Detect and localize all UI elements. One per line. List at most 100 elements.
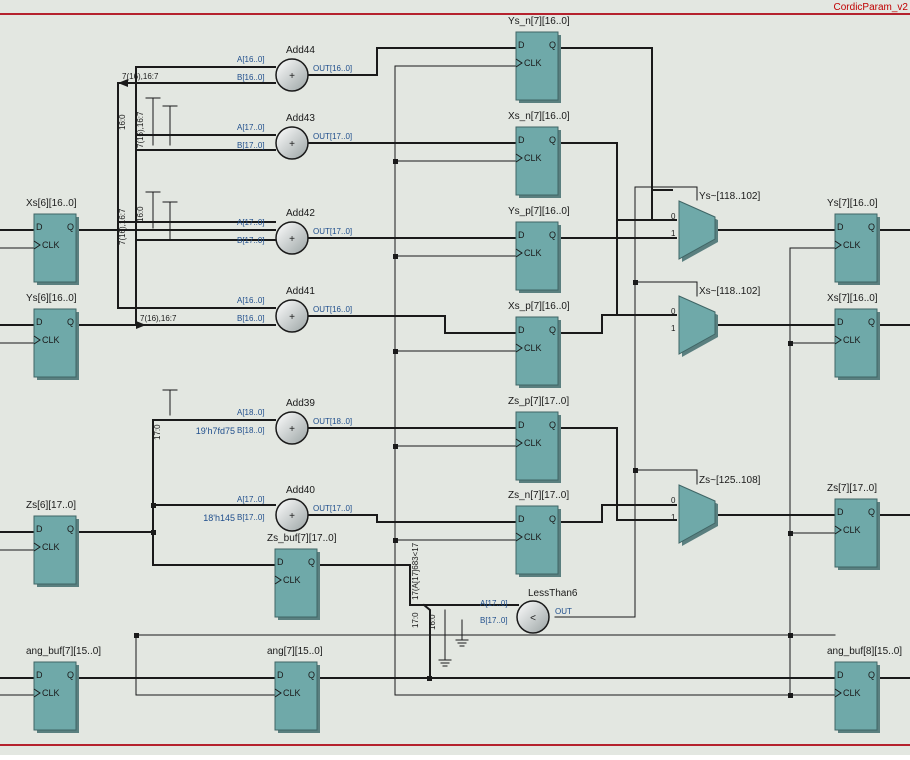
- pin-d: D: [36, 317, 43, 327]
- clock-triangle-icon: [834, 525, 842, 535]
- register-name: Xs[7][16..0]: [827, 293, 878, 304]
- register-name: ang[7][15..0]: [267, 646, 323, 657]
- pin-clk: CLK: [843, 240, 861, 250]
- pin-clk: CLK: [283, 688, 301, 698]
- bus-label: 7(16),16:7: [122, 72, 159, 81]
- clock-triangle-icon: [834, 240, 842, 250]
- pin-clk: CLK: [283, 575, 301, 585]
- register-name: Ys_n[7][16..0]: [508, 16, 570, 27]
- pin-d: D: [518, 325, 525, 335]
- mux-input-1-label: 1: [671, 324, 676, 333]
- bus-label: 16:0: [428, 614, 437, 630]
- register-name: Zs[7][17..0]: [827, 483, 877, 494]
- pin-d: D: [518, 514, 525, 524]
- pin-d: D: [837, 507, 844, 517]
- muxes-layer: Ys~[118..102] 0 1Xs~[118..102]01Zs~[125..1…: [671, 191, 761, 546]
- register-block[interactable]: ang_buf[8][15..0] D Q CLK: [827, 646, 902, 733]
- mux-name: Ys~[118..102]: [699, 191, 760, 202]
- diagram-title: CordicParam_v2: [834, 2, 909, 13]
- pin-q: Q: [549, 420, 556, 430]
- adder-out-label: OUT[17..0]: [313, 132, 352, 141]
- pin-d: D: [837, 670, 844, 680]
- register-name: Zs_n[7][17..0]: [508, 490, 569, 501]
- adder-plus-icon: +: [289, 424, 295, 435]
- junctions: [134, 159, 793, 698]
- adder-block[interactable]: +Add39A[18..0]B[18..0]OUT[18..0]19'h7fd7…: [196, 398, 352, 445]
- comparator-out-label: OUT: [555, 607, 572, 616]
- mux-name: Zs~[125..108]: [699, 475, 761, 486]
- register-name: Ys_p[7][16..0]: [508, 206, 570, 217]
- pin-q: Q: [67, 317, 74, 327]
- pin-clk: CLK: [843, 688, 861, 698]
- register-name: Xs_p[7][16..0]: [508, 301, 570, 312]
- register-name: ang_buf[7][15..0]: [26, 646, 101, 657]
- adder-b-label: B[16..0]: [237, 73, 265, 82]
- clock-triangle-icon: [33, 542, 41, 552]
- adder-out-label: OUT[18..0]: [313, 417, 352, 426]
- bus-label: 7(16),16:7: [118, 208, 127, 245]
- clock-triangle-icon: [834, 688, 842, 698]
- mux-block[interactable]: Zs~[125..108]01: [671, 475, 761, 546]
- mux-block[interactable]: Xs~[118..102]01: [671, 286, 760, 357]
- register-name: Zs_p[7][17..0]: [508, 396, 569, 407]
- pin-q: Q: [868, 670, 875, 680]
- register-name: Xs_n[7][16..0]: [508, 111, 570, 122]
- bus-label: 7(16),16:7: [140, 314, 177, 323]
- clock-triangle-icon: [515, 153, 523, 163]
- adder-constant: 19'h7fd75: [196, 426, 235, 436]
- pin-q: Q: [308, 670, 315, 680]
- pin-clk: CLK: [524, 532, 542, 542]
- pin-d: D: [518, 40, 525, 50]
- comparator-b-label: B[17..0]: [480, 616, 508, 625]
- pin-d: D: [277, 557, 284, 567]
- register-name: Xs[6][16..0]: [26, 198, 77, 209]
- mux-block[interactable]: Ys~[118..102]01: [671, 191, 760, 262]
- register-name: Zs[6][17..0]: [26, 500, 76, 511]
- adder-name: Add39: [286, 398, 315, 409]
- adder-a-label: A[17..0]: [237, 123, 265, 132]
- bus-label: 16:0: [118, 114, 127, 130]
- pin-clk: CLK: [42, 688, 60, 698]
- adder-a-label: A[16..0]: [237, 296, 265, 305]
- register-name: ang_buf[8][15..0]: [827, 646, 902, 657]
- pin-d: D: [36, 524, 43, 534]
- pin-d: D: [837, 222, 844, 232]
- clock-triangle-icon: [515, 438, 523, 448]
- pin-q: Q: [549, 325, 556, 335]
- clock-triangle-icon: [515, 248, 523, 258]
- adder-b-label: B[18..0]: [237, 426, 265, 435]
- mux-input-0-label: 0: [671, 212, 676, 221]
- pin-q: Q: [67, 222, 74, 232]
- comparator-lessthan6[interactable]: < LessThan6 A[17..0] B[17..0] OUT: [480, 588, 578, 634]
- bus-label-group: 7(16),16:7 16:0 7(16),16:7 16:0 7(16),16…: [118, 72, 437, 630]
- pin-clk: CLK: [524, 58, 542, 68]
- comparator-name: LessThan6: [528, 588, 578, 599]
- pin-clk: CLK: [524, 248, 542, 258]
- adder-out-label: OUT[17..0]: [313, 504, 352, 513]
- pin-clk: CLK: [524, 438, 542, 448]
- pin-d: D: [518, 230, 525, 240]
